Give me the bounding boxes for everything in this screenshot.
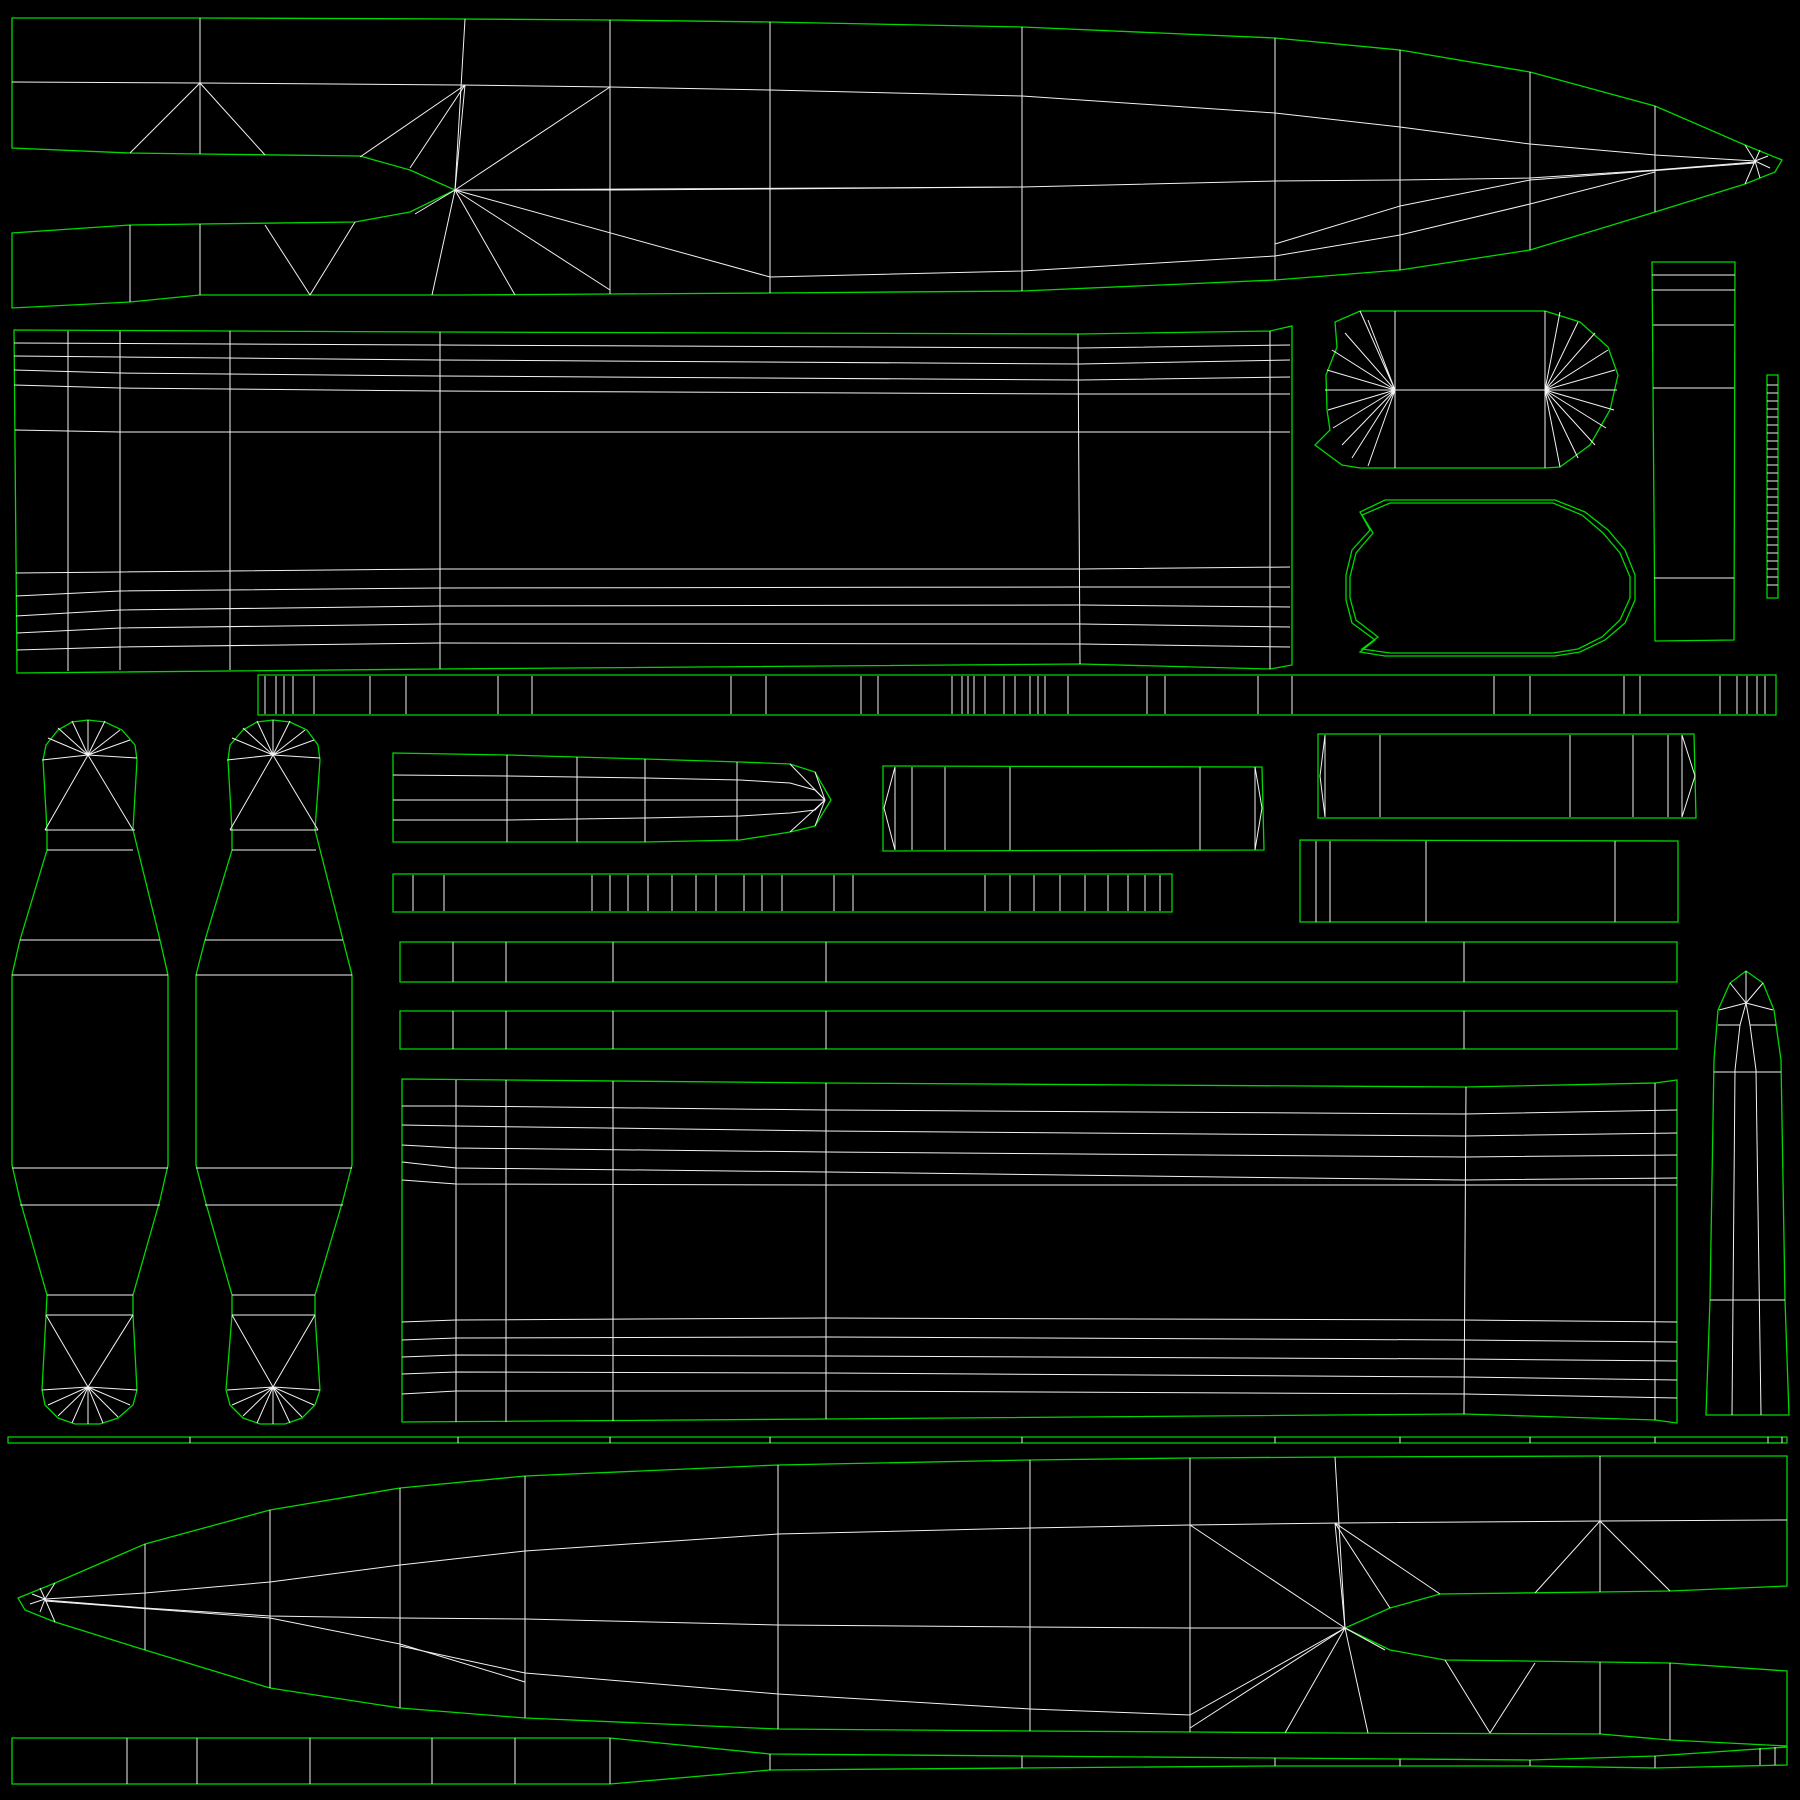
box-panel-a-island — [882, 765, 1265, 852]
pontoon-right-island — [195, 719, 353, 1425]
thin-line-strip-island — [7, 1436, 1788, 1444]
thin-ladder-strip-island — [1766, 374, 1779, 599]
hull-side-top-island — [11, 17, 1783, 309]
pontoon-left-island — [11, 719, 169, 1425]
rail-strip-b-island — [399, 1010, 1678, 1050]
hatch-cap-rounded-island — [1345, 499, 1636, 657]
hatch-cap-fan-island — [1314, 310, 1619, 469]
long-strip-row-island — [257, 674, 1777, 716]
nose-panel-island — [392, 752, 832, 843]
box-panel-b-island — [1317, 733, 1697, 819]
strip-segmented-island — [392, 873, 1173, 913]
deck-panel-lower-island — [401, 1078, 1678, 1424]
rail-strip-a-island — [399, 941, 1678, 983]
spire-panel-island — [1705, 970, 1790, 1416]
tall-strip-island — [1651, 261, 1736, 642]
keel-strip-island — [11, 1737, 1788, 1785]
deck-panel-upper-island — [13, 325, 1293, 674]
box-panel-c-island — [1299, 839, 1679, 923]
hull-side-bottom-island — [17, 1455, 1788, 1747]
